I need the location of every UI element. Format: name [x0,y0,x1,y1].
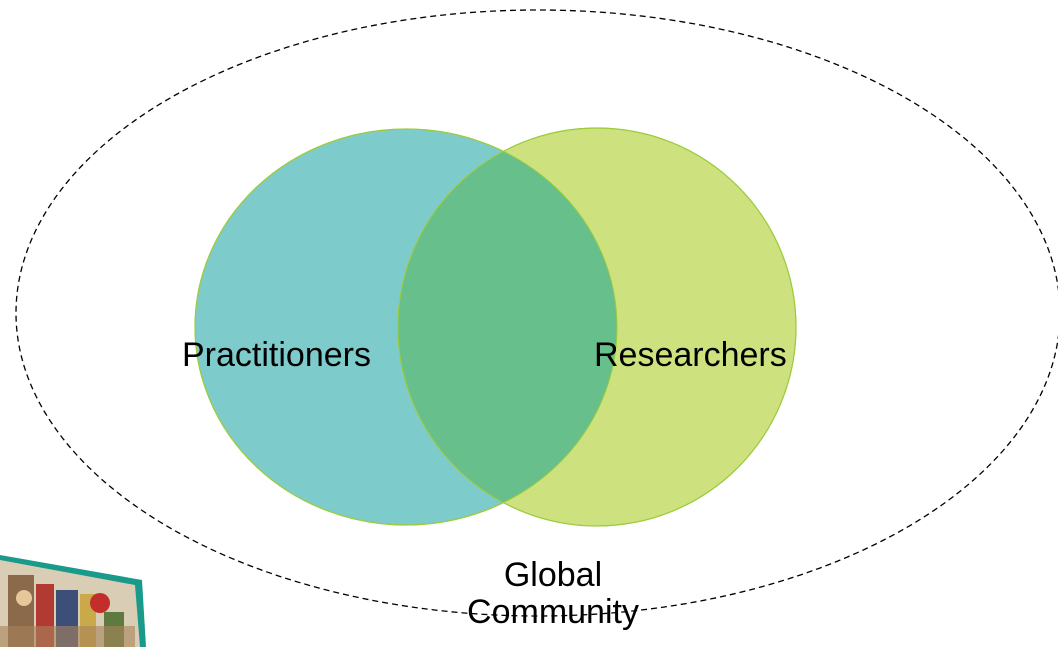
global-community-label-line1: Global [503,556,603,594]
global-community-label-line2: Community [467,592,639,631]
practitioners-label: Practitioners [182,336,371,374]
overlap-region [398,129,617,525]
photo-thumbnail-icon [0,555,146,647]
practitioners-circle-outline [194,128,618,526]
researchers-circle-outline [397,127,797,527]
researchers-label: Researchers [594,336,787,374]
global-community-label: Global Community [453,557,653,630]
